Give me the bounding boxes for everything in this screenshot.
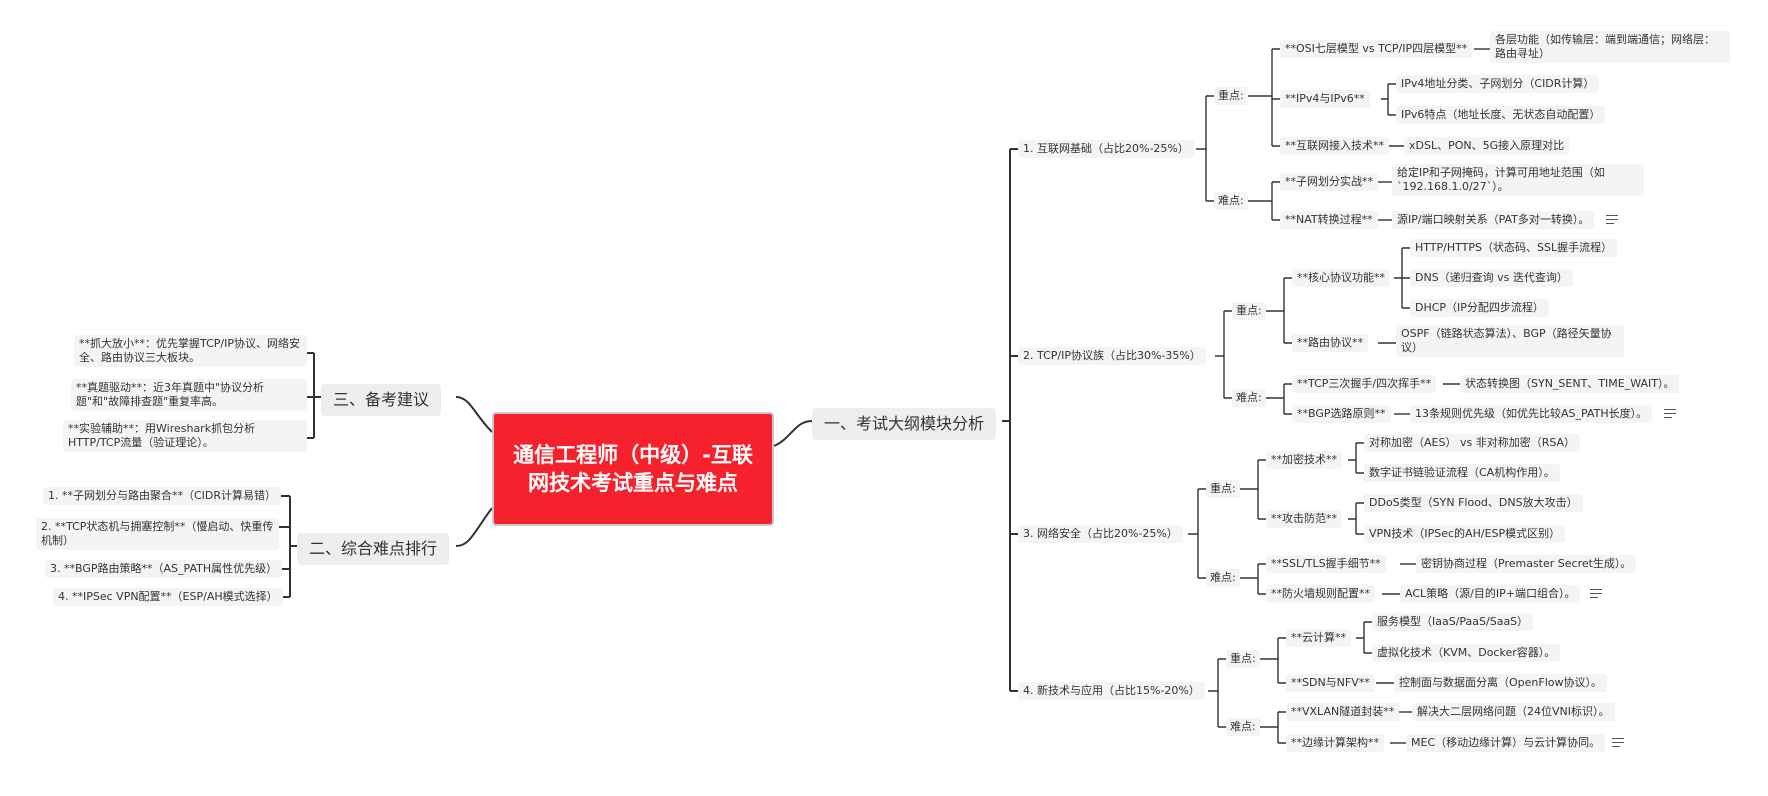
- m2-key-core-item-3[interactable]: DHCP（IP分配四步流程）: [1410, 299, 1549, 317]
- module-3[interactable]: 3. 网络安全（占比20%-25%）: [1018, 525, 1183, 543]
- m4-hard-edge[interactable]: **边缘计算架构**: [1286, 734, 1384, 752]
- module-1[interactable]: 1. 互联网基础（占比20%-25%）: [1018, 140, 1194, 158]
- module-1-key-label[interactable]: 重点:: [1214, 87, 1248, 105]
- m2-key-routing-item[interactable]: OSPF（链路状态算法）、BGP（路径矢量协议）: [1396, 325, 1624, 357]
- m1-key-osi-item[interactable]: 各层功能（如传输层：端到端通信；网络层：路由寻址）: [1490, 31, 1730, 63]
- m2-key-routing[interactable]: **路由协议**: [1292, 334, 1368, 352]
- m4-key-sdn-item[interactable]: 控制面与数据面分离（OpenFlow协议）。: [1394, 674, 1607, 692]
- m1-key-access-item[interactable]: xDSL、PON、5G接入原理对比: [1404, 137, 1570, 155]
- note-icon[interactable]: [1606, 215, 1618, 224]
- m3-key-attack-item-2[interactable]: VPN技术（IPSec的AH/ESP模式区别）: [1364, 525, 1566, 543]
- m1-key-osi[interactable]: **OSI七层模型 vs TCP/IP四层模型**: [1280, 40, 1473, 58]
- m1-key-ipv[interactable]: **IPv4与IPv6**: [1280, 90, 1370, 108]
- m2-hard-bgp[interactable]: **BGP选路原则**: [1292, 405, 1391, 423]
- m1-key-ipv-item-1[interactable]: IPv4地址分类、子网划分（CIDR计算）: [1396, 75, 1600, 93]
- m3-key-crypto-item-2[interactable]: 数字证书链验证流程（CA机构作用）。: [1364, 464, 1560, 482]
- note-icon[interactable]: [1664, 409, 1676, 418]
- note-icon[interactable]: [1612, 738, 1624, 747]
- m2-key-core[interactable]: **核心协议功能**: [1292, 269, 1390, 287]
- advice-item-1[interactable]: **抓大放小**：优先掌握TCP/IP协议、网络安全、路由协议三大板块。: [74, 335, 307, 367]
- m2-hard-tcp[interactable]: **TCP三次握手/四次挥手**: [1292, 375, 1437, 393]
- m1-key-ipv-item-2[interactable]: IPv6特点（地址长度、无状态自动配置）: [1396, 106, 1606, 124]
- m3-hard-firewall[interactable]: **防火墙规则配置**: [1266, 585, 1375, 603]
- module-2-hard-label[interactable]: 难点:: [1232, 389, 1266, 407]
- m4-hard-edge-item[interactable]: MEC（移动边缘计算）与云计算协同。: [1406, 734, 1606, 752]
- module-2-key-label[interactable]: 重点:: [1232, 302, 1266, 320]
- module-1-hard-label[interactable]: 难点:: [1214, 192, 1248, 210]
- ranking-item-2[interactable]: 2. **TCP状态机与拥塞控制**（慢启动、快重传机制）: [36, 518, 279, 550]
- m1-hard-subnet-item[interactable]: 给定IP和子网掩码，计算可用地址范围（如`192.168.1.0/27`）。: [1392, 164, 1644, 196]
- root-topic[interactable]: 通信工程师（中级）-互联网技术考试重点与难点: [492, 412, 774, 526]
- m3-key-crypto-item-1[interactable]: 对称加密（AES） vs 非对称加密（RSA）: [1364, 434, 1581, 452]
- advice-item-2[interactable]: **真题驱动**：近3年真题中"协议分析题"和"故障排查题"重复率高。: [71, 379, 307, 411]
- m3-key-attack-item-1[interactable]: DDoS类型（SYN Flood、DNS放大攻击）: [1364, 494, 1583, 512]
- ranking-item-1[interactable]: 1. **子网划分与路由聚合**（CIDR计算易错）: [43, 487, 282, 505]
- main-topic-ranking[interactable]: 二、综合难点排行: [297, 533, 450, 565]
- main-topic-syllabus[interactable]: 一、考试大纲模块分析: [812, 408, 997, 440]
- m4-key-cloud[interactable]: **云计算**: [1286, 629, 1351, 647]
- m2-hard-tcp-item[interactable]: 状态转换图（SYN_SENT、TIME_WAIT）。: [1460, 375, 1680, 393]
- ranking-item-4[interactable]: 4. **IPSec VPN配置**（ESP/AH模式选择）: [53, 588, 283, 606]
- m1-hard-nat[interactable]: **NAT转换过程**: [1280, 211, 1378, 229]
- module-4-key-label[interactable]: 重点:: [1226, 650, 1260, 668]
- advice-item-3[interactable]: **实验辅助**：用Wireshark抓包分析HTTP/TCP流量（验证理论）。: [63, 420, 307, 452]
- m3-key-attack[interactable]: **攻击防范**: [1266, 510, 1342, 528]
- m4-key-sdn[interactable]: **SDN与NFV**: [1286, 674, 1375, 692]
- m4-key-cloud-item-1[interactable]: 服务模型（IaaS/PaaS/SaaS）: [1372, 613, 1534, 631]
- module-4-hard-label[interactable]: 难点:: [1226, 718, 1260, 736]
- m3-hard-ssl[interactable]: **SSL/TLS握手细节**: [1266, 555, 1386, 573]
- module-2[interactable]: 2. TCP/IP协议族（占比30%-35%）: [1018, 347, 1206, 365]
- m2-key-core-item-1[interactable]: HTTP/HTTPS（状态码、SSL握手流程）: [1410, 239, 1618, 257]
- note-icon[interactable]: [1590, 589, 1602, 598]
- m3-hard-ssl-item[interactable]: 密钥协商过程（Premaster Secret生成）。: [1416, 555, 1637, 573]
- m3-key-crypto[interactable]: **加密技术**: [1266, 451, 1342, 469]
- m3-hard-firewall-item[interactable]: ACL策略（源/目的IP+端口组合）。: [1400, 585, 1581, 603]
- m2-key-core-item-2[interactable]: DNS（递归查询 vs 迭代查询）: [1410, 269, 1573, 287]
- module-4[interactable]: 4. 新技术与应用（占比15%-20%）: [1018, 682, 1205, 700]
- ranking-item-3[interactable]: 3. **BGP路由策略**（AS_PATH属性优先级）: [45, 560, 283, 578]
- m4-key-cloud-item-2[interactable]: 虚拟化技术（KVM、Docker容器）。: [1372, 644, 1561, 662]
- m2-hard-bgp-item[interactable]: 13条规则优先级（如优先比较AS_PATH长度）。: [1410, 405, 1653, 423]
- module-3-hard-label[interactable]: 难点:: [1206, 569, 1240, 587]
- module-3-key-label[interactable]: 重点:: [1206, 480, 1240, 498]
- m1-key-access[interactable]: **互联网接入技术**: [1280, 137, 1389, 155]
- main-topic-advice[interactable]: 三、备考建议: [321, 384, 442, 416]
- m1-hard-subnet[interactable]: **子网划分实战**: [1280, 173, 1378, 191]
- m4-hard-vxlan[interactable]: **VXLAN隧道封装**: [1286, 703, 1400, 721]
- m4-hard-vxlan-item[interactable]: 解决大二层网络问题（24位VNI标识）。: [1412, 703, 1615, 721]
- m1-hard-nat-item[interactable]: 源IP/端口映射关系（PAT多对一转换）。: [1392, 211, 1595, 229]
